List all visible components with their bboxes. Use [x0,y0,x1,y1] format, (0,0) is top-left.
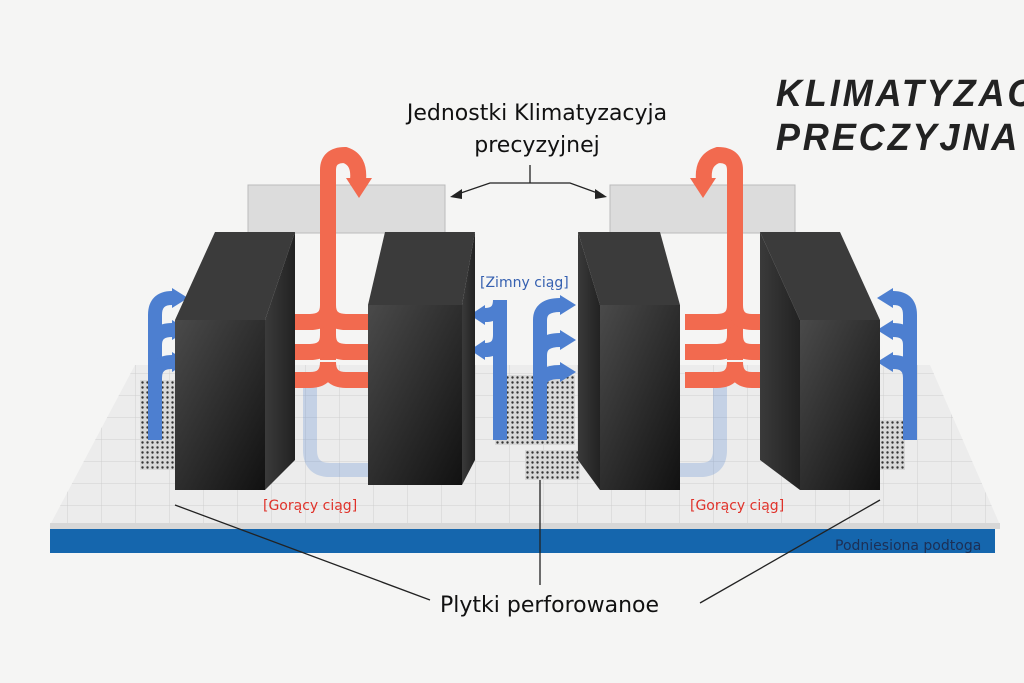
server-rack [368,232,475,485]
cold-aisle-label: [Zimny ciąg] [480,275,569,291]
ac-units-label-line-2: precyzyjnej [474,133,600,158]
ac-units-label: Jednostki Klimatyzacyja precyzyjnej [387,98,687,162]
floor-edge [50,523,1000,529]
callout-lines [174,165,881,604]
diagram-title: KLIMATYZACJA PRECZYJNA [775,72,1024,160]
title-line-1: KLIMATYZACJA [775,73,1024,115]
ac-unit-left [247,184,446,234]
raised-floor-label: Podniesiona podtoga [835,538,982,554]
server-rack [760,232,880,490]
hot-air-arrows [288,146,765,388]
cold-air-arrows [148,291,917,440]
title-line-2: PRECZYJNA [775,117,1021,159]
ac-units-label-line-1: Jednostki Klimatyzacyja [406,101,668,126]
hot-aisle-label-left: [Gorący ciąg] [263,498,358,514]
server-rack [578,232,680,490]
perforated-tile [525,450,580,480]
hot-aisle-label-right: [Gorący ciąg] [690,498,785,514]
perforated-tiles-label: Plytki perforowanoe [440,593,660,618]
raised-floor-band [50,529,995,553]
server-rack [175,232,295,490]
